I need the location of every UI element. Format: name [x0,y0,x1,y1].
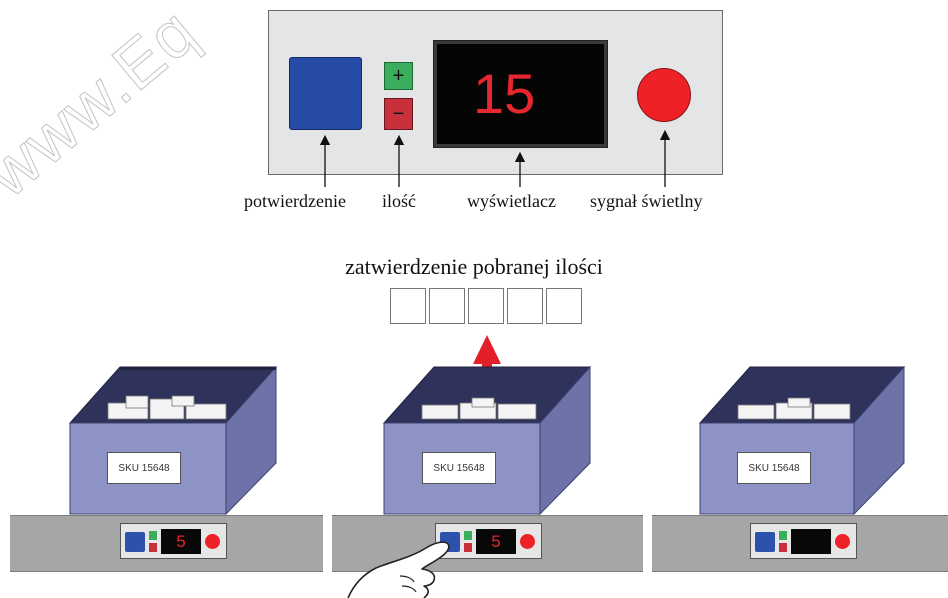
bin-2 [382,365,592,516]
caption: zatwierdzenie pobranej ilości [345,254,603,279]
quantity-minus-button[interactable]: − [384,98,413,130]
confirm-button[interactable] [289,57,362,130]
sku-label: SKU 15648 [422,452,496,484]
quantity-display [791,529,831,554]
confirm-button[interactable] [755,532,775,552]
signal-light [520,534,535,549]
signal-light [205,534,220,549]
label-confirm: potwierdzenie [244,191,346,211]
signal-light [835,534,850,549]
label-arrows [319,129,671,187]
label-light: sygnał świetlny [590,191,703,211]
sku-text: SKU 15648 [748,462,800,474]
label-quantity: ilość [382,191,416,211]
sku-text: SKU 15648 [433,462,485,474]
quantity-display: 15 [433,40,608,148]
quantity-display: 5 [476,529,516,554]
display-value: 5 [491,532,501,551]
bins [68,335,906,516]
quantity-plus-button[interactable]: + [384,62,413,90]
items [107,395,227,420]
confirm-slot [546,288,582,324]
plus-icon: + [392,65,405,87]
minus-icon: − [392,103,405,125]
bin-1 [68,365,278,516]
quantity-minus-button[interactable] [464,543,472,552]
sku-text: SKU 15648 [118,462,170,474]
label-display: wyświetlacz [467,191,556,211]
bin-panel: 5 [120,523,227,559]
confirm-slot [507,288,543,324]
signal-light [637,68,691,122]
confirm-slot [390,288,426,324]
confirm-slot [429,288,465,324]
display-value: 15 [473,62,536,125]
bin-3 [698,365,906,516]
quantity-minus-button[interactable] [779,543,787,552]
items [737,397,851,420]
bin-panel [750,523,857,559]
items [421,397,537,420]
quantity-plus-button[interactable] [464,531,472,540]
pointing-hand-icon [347,541,450,598]
confirm-button[interactable] [125,532,145,552]
confirm-slot [468,288,504,324]
sku-label: SKU 15648 [107,452,181,484]
quantity-plus-button[interactable] [149,531,157,540]
watermark: www.Eq [0,0,211,212]
quantity-display: 5 [161,529,201,554]
sku-label: SKU 15648 [737,452,811,484]
display-value: 5 [176,532,186,551]
quantity-plus-button[interactable] [779,531,787,540]
quantity-minus-button[interactable] [149,543,157,552]
bin-panel: 5 [435,523,542,559]
